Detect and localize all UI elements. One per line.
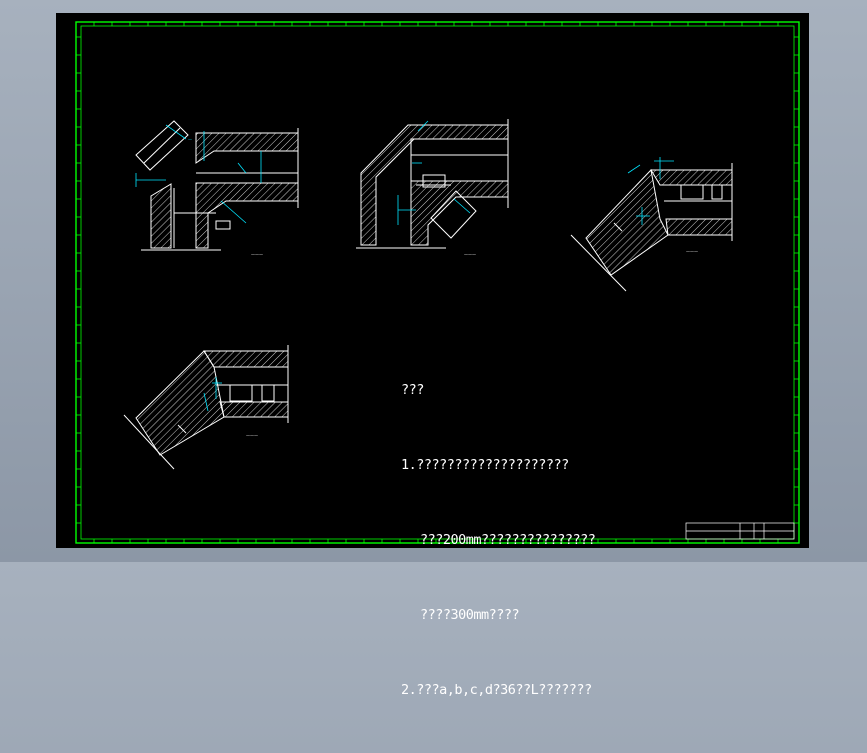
detail-angled-joint-3 <box>570 163 733 292</box>
general-notes: ??? 1.???????????????????? ???200mm?????… <box>401 328 596 753</box>
detail-1-caption: ——— <box>251 252 263 257</box>
detail-3-dimensions <box>627 157 674 225</box>
drawing-viewport[interactable]: — ——— ——— <box>56 13 809 698</box>
cad-drawing-canvas: — ——— ——— <box>75 21 800 544</box>
detail-1-dimensions: — <box>135 124 262 224</box>
detail-corner-joint-1 <box>135 120 299 251</box>
notes-line-3: ????300mm???? <box>420 607 520 623</box>
detail-4-dimensions <box>203 377 222 412</box>
detail-2-caption: ——— <box>464 252 476 257</box>
detail-corner-joint-2 <box>356 119 509 249</box>
notes-line-2: ???200mm??????????????? <box>420 532 596 548</box>
svg-text:—: — <box>188 137 192 142</box>
detail-3-caption: ——— <box>686 249 698 254</box>
detail-angled-joint-4 <box>123 345 289 470</box>
detail-4-caption: ——— <box>246 433 258 438</box>
drawing-frame <box>75 21 800 544</box>
notes-line-4: 2.???a,b,c,d?36??L??????? <box>401 682 592 698</box>
title-block <box>685 522 795 540</box>
notes-line-1: 1.???????????????????? <box>401 457 569 473</box>
detail-2-dimensions <box>397 120 471 225</box>
notes-heading: ??? <box>401 382 424 398</box>
